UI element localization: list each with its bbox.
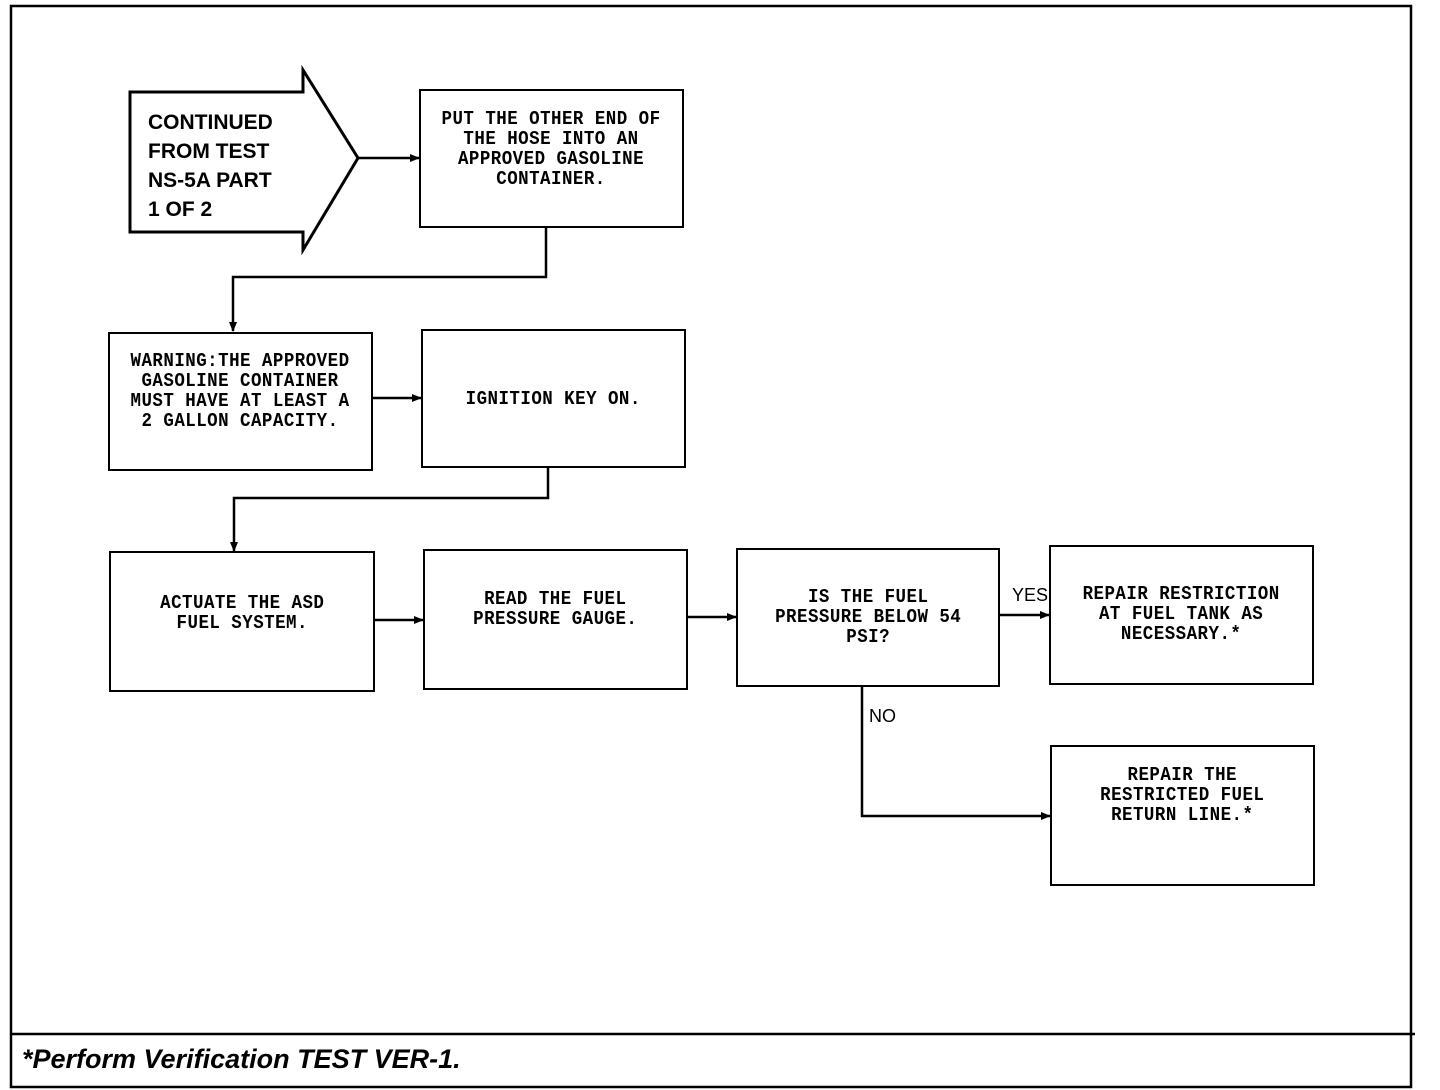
yes-label: YES [1012, 585, 1049, 605]
step-decision: IS THE FUEL PRESSURE BELOW 54 PSI? [736, 548, 1000, 687]
step-text: PUT THE OTHER END OF THE HOSE INTO AN AP… [441, 108, 661, 190]
connector-ignition-to-actuate [230, 467, 550, 552]
outer-frame [9, 4, 1413, 1089]
step-read-gauge: READ THE FUEL PRESSURE GAUGE. [423, 549, 688, 690]
step-text: REPAIR RESTRICTION AT FUEL TANK AS NECES… [1082, 583, 1281, 645]
continued-arrow-shape [128, 64, 360, 256]
step-text: IGNITION KEY ON. [465, 388, 642, 410]
step-put-hose: PUT THE OTHER END OF THE HOSE INTO AN AP… [419, 89, 684, 228]
step-ignition: IGNITION KEY ON. [421, 329, 686, 468]
step-repair-return: REPAIR THE RESTRICTED FUEL RETURN LINE.* [1050, 745, 1315, 886]
continued-from-label: CONTINUED FROM TEST NS-5A PART 1 OF 2 [148, 111, 273, 221]
no-label: NO [869, 706, 896, 726]
footer-note: *Perform Verification TEST VER-1. [22, 1044, 461, 1074]
step-text: ACTUATE THE ASD FUEL SYSTEM. [159, 592, 325, 634]
step-repair-tank: REPAIR RESTRICTION AT FUEL TANK AS NECES… [1049, 545, 1314, 685]
step-warning: WARNING:THE APPROVED GASOLINE CONTAINER … [108, 332, 373, 471]
step-text: WARNING:THE APPROVED GASOLINE CONTAINER … [130, 350, 350, 432]
step-text: IS THE FUEL PRESSURE BELOW 54 PSI? [774, 586, 962, 648]
connector-hose-to-warning [229, 227, 548, 332]
step-text: REPAIR THE RESTRICTED FUEL RETURN LINE.* [1100, 764, 1265, 826]
step-text: READ THE FUEL PRESSURE GAUGE. [473, 588, 638, 630]
connector-no [860, 686, 1051, 820]
step-actuate: ACTUATE THE ASD FUEL SYSTEM. [109, 551, 375, 692]
